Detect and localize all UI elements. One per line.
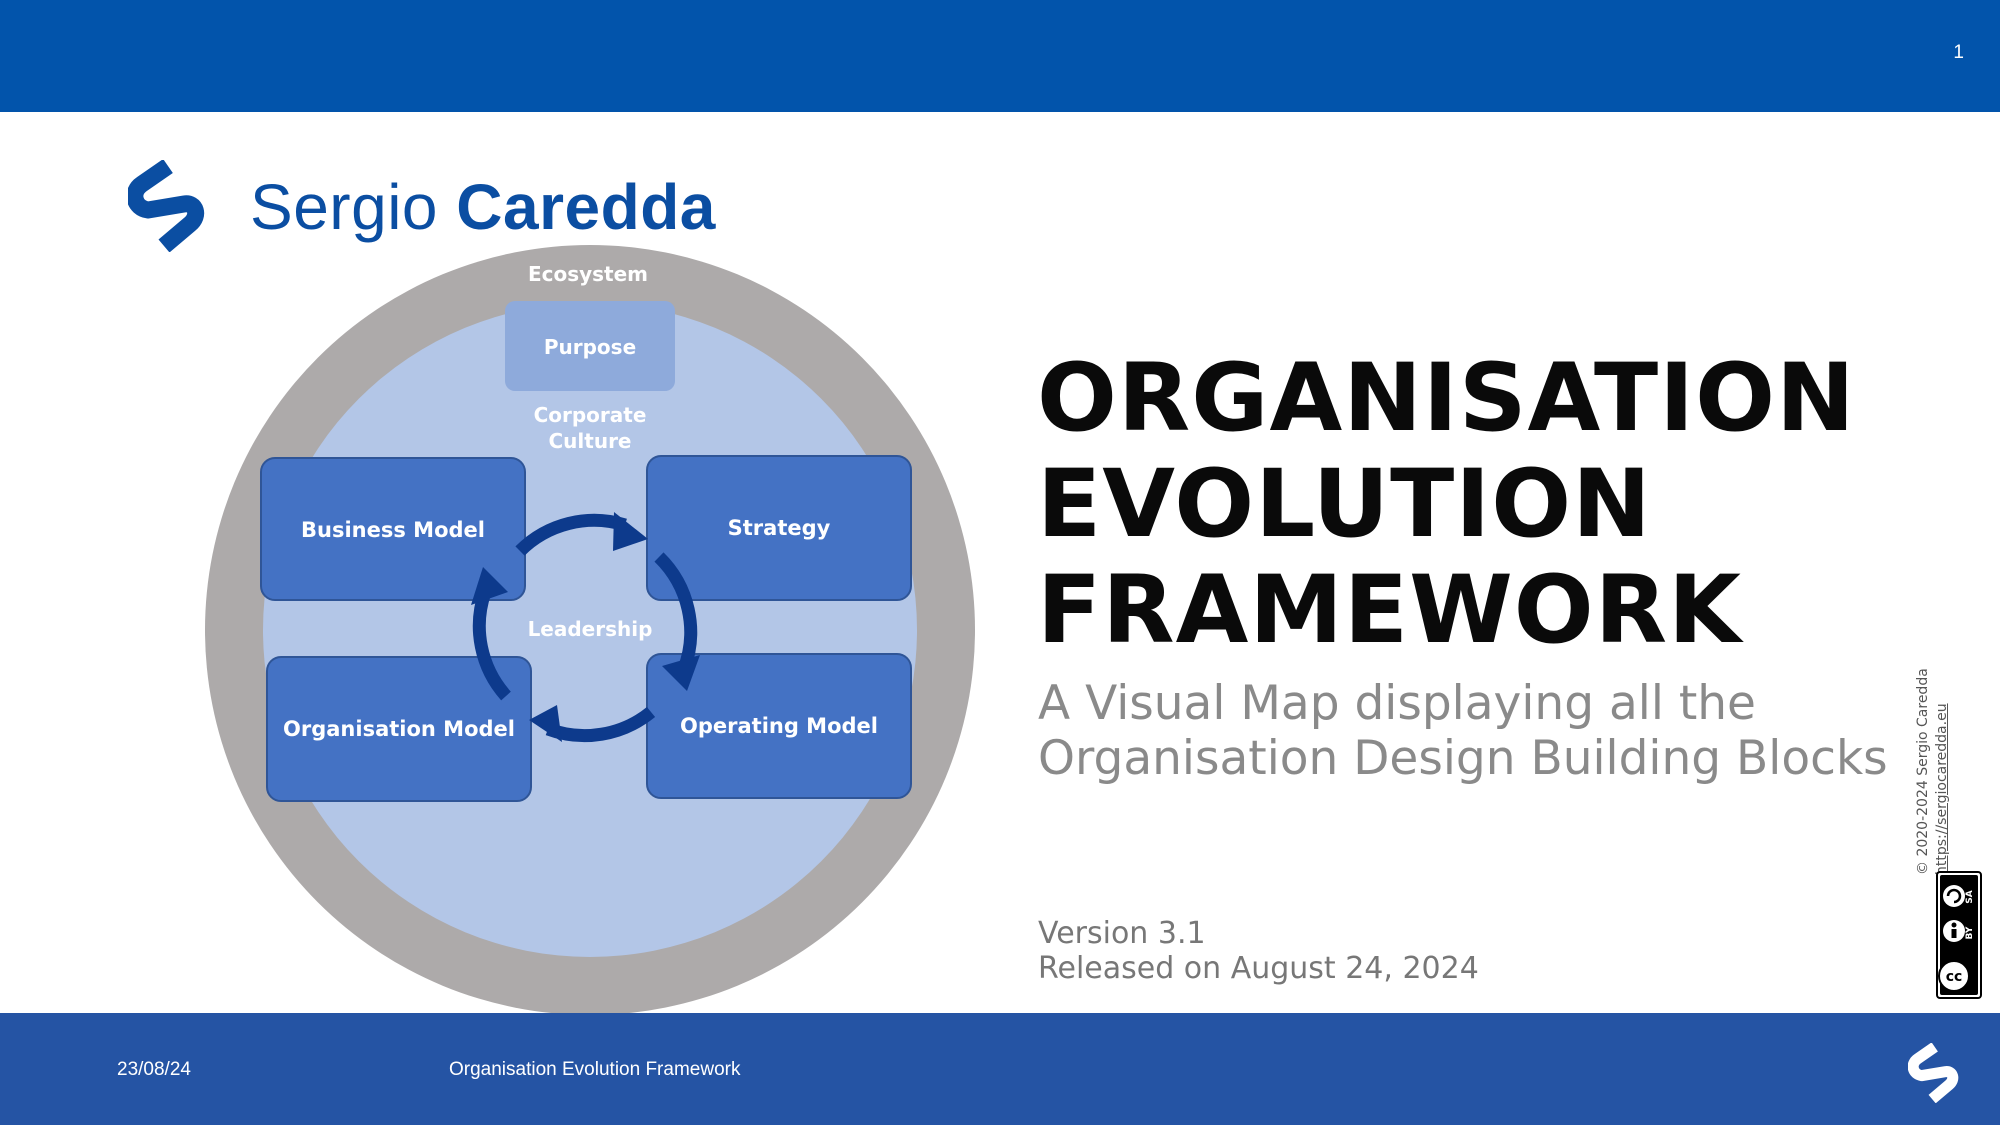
title-line-3: FRAMEWORK — [1037, 556, 1742, 665]
page-subtitle: A Visual Map displaying all the Organisa… — [1038, 676, 1958, 786]
license-sa: SA — [1965, 890, 1975, 903]
copyright-notice: © 2020-2024 Sergio Caredda https://sergi… — [1914, 668, 1952, 875]
sc-logo-icon — [128, 160, 205, 252]
operating-model-block — [646, 653, 912, 799]
license-by: BY — [1965, 926, 1975, 939]
cc-by-sa-icon: cc BY SA — [1936, 871, 1982, 999]
organisation-model-block — [266, 656, 532, 802]
arrow-head-right — [662, 655, 700, 691]
strategy-block — [646, 455, 912, 601]
business-model-label: Business Model — [301, 518, 485, 542]
leadership-label: Leadership — [528, 617, 653, 641]
arrow-head-top — [613, 512, 648, 551]
header-bar: 1 — [0, 0, 2000, 112]
business-model-block — [260, 457, 526, 601]
footer-bar — [0, 1013, 2000, 1125]
brand-first-name: Sergio — [250, 171, 438, 243]
brand-logo: Sergio Caredda — [128, 160, 728, 260]
strategy-label: Strategy — [728, 516, 831, 540]
title-line-1: ORGANISATION — [1037, 344, 1856, 453]
svg-text:cc: cc — [1946, 969, 1963, 985]
purpose-box — [505, 301, 675, 391]
subtitle-line-2: Organisation Design Building Blocks — [1038, 731, 1888, 786]
brand-last-name: Caredda — [456, 171, 716, 243]
version-number: Version 3.1 — [1038, 916, 1206, 951]
arrow-head-bottom — [529, 705, 562, 742]
release-date: Released on August 24, 2024 — [1038, 951, 1479, 986]
page-title: ORGANISATION EVOLUTION FRAMEWORK — [1037, 346, 1967, 664]
sc-logo-icon — [1908, 1043, 1959, 1103]
version-info: Version 3.1 Released on August 24, 2024 — [1038, 916, 1479, 986]
copyright-url: https://sergiocaredda.eu — [1934, 703, 1950, 875]
footer-date: 23/08/24 — [117, 1059, 191, 1080]
purpose-label: Purpose — [544, 335, 636, 359]
culture-label-line1: Corporate — [534, 403, 647, 427]
ecosystem-label: Ecosystem — [528, 262, 648, 286]
subtitle-line-1: A Visual Map displaying all the — [1038, 676, 1756, 731]
arrow-head-left — [471, 567, 508, 605]
copyright-text: © 2020-2024 Sergio Caredda — [1915, 668, 1931, 875]
organisation-model-label: Organisation Model — [283, 717, 515, 741]
title-line-2: EVOLUTION — [1037, 450, 1652, 559]
page-number: 1 — [1953, 42, 1964, 63]
culture-label-line2: Culture — [549, 429, 632, 453]
brand-name: Sergio Caredda — [250, 170, 716, 244]
framework-diagram: Ecosystem Purpose Corporate Culture Busi… — [205, 245, 975, 1015]
footer-title: Organisation Evolution Framework — [449, 1059, 741, 1080]
operating-model-label: Operating Model — [680, 714, 878, 738]
